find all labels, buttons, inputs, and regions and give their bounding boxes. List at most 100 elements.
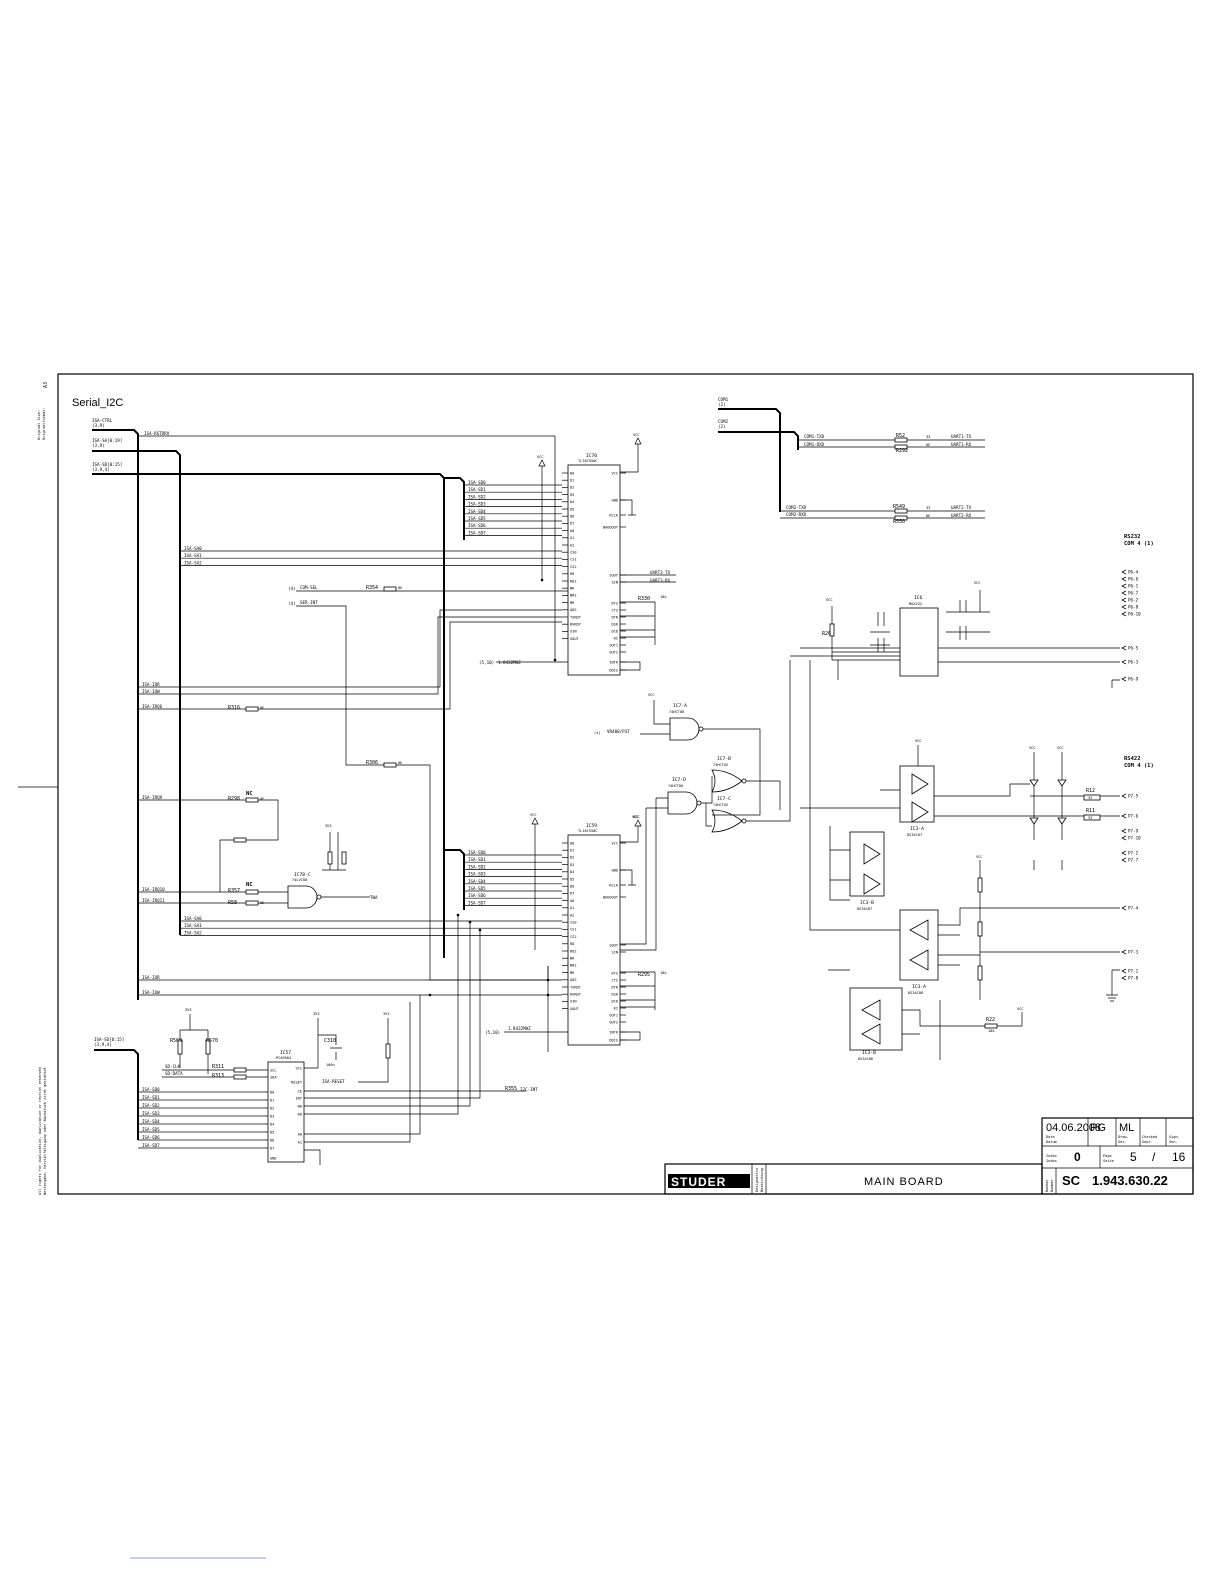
r550-val: 0E [926, 514, 930, 518]
com1-label: COM1 [718, 397, 729, 402]
sd-wire-label: ISA-SD7 [468, 530, 486, 535]
sheet-title: Serial_I2C [72, 397, 123, 409]
i2c-data-label: ISA-SD6 [142, 1135, 160, 1140]
ic3d-receivers [861, 999, 881, 1045]
ic70-pin-label: D5 [570, 507, 574, 511]
tb-number-prefix: SC [1062, 1173, 1081, 1188]
com1-bus [718, 408, 781, 512]
rs422-pin-arrow [1121, 857, 1127, 863]
r306 [383, 762, 397, 768]
sd-wire-label: ISA-SD1 [468, 487, 486, 492]
sd-wire-label: ISA-SD3 [468, 502, 486, 507]
r569-ref: R569 [170, 1038, 182, 1044]
r330-ref: R330 [638, 596, 650, 602]
r-term-3 [977, 965, 983, 981]
ic70-pin-label: A0 [570, 529, 574, 533]
bus-sd-ref: (3,9,4) [92, 467, 110, 472]
r292 [894, 444, 908, 450]
ic70-pin-label: CS0 [570, 551, 577, 555]
ic59-pin-label: D3 [570, 863, 574, 867]
tb-pages: 16 [1172, 1150, 1186, 1164]
ic7b-bubble [741, 778, 747, 784]
ic59-pin-label-r: RI [614, 1006, 618, 1010]
ic70-pin-label: RD2 [570, 579, 577, 583]
r26-ref: R26 [822, 631, 831, 637]
ctrl-route-2 [547, 966, 562, 996]
vcc-symbol-3 [531, 817, 539, 828]
bus-sd-branch-top [444, 477, 465, 540]
com-ports: COM1 (2) COM2 (2) COM1-TXD COM1-RXD R52 … [718, 397, 985, 525]
r298-val: 0E [260, 797, 264, 801]
osc2-ref: (5,10) [485, 1030, 500, 1035]
ser-int-1-ref: (4) [288, 601, 296, 606]
ic70-pin-label-r: GND [612, 498, 619, 502]
rs232-pin-arrow [1121, 576, 1127, 582]
ic70-pin-label: CS2 [570, 565, 577, 569]
irq-jumper [219, 799, 279, 892]
brand-logo [668, 1174, 750, 1188]
sd-wire-label: ISA-SD5 [468, 886, 486, 891]
ic3a-drivers [911, 773, 929, 823]
ic7a-part: 74HCT00 [669, 710, 684, 714]
r12 [1083, 794, 1101, 801]
bus-sd2 [94, 1049, 139, 1140]
ic59-pin-label-r: DSR [612, 992, 619, 996]
ic70-pin-label: XOUT [570, 637, 579, 641]
r52 [894, 437, 908, 443]
ic59-pin-label: WR [570, 957, 575, 961]
vr-label: VR480/P37 [607, 729, 630, 734]
rs422-pin-label: P7-8 [1128, 976, 1139, 981]
ic7-wires [620, 660, 791, 951]
ic6-part: MAX232 [909, 602, 922, 606]
ic70-pin-label: WR [570, 587, 575, 591]
ic70-pin-label-r: SIN [612, 580, 619, 584]
ic70-pin-label-r: RI [614, 636, 618, 640]
tb-appr-label: Sign. [1169, 1135, 1180, 1139]
ic70-pin-label-r: DDIS [609, 668, 618, 672]
rs232-pin-label: P6-8 [1128, 605, 1139, 610]
ic59-vcc [620, 830, 639, 886]
ic7d-part: 74HCT00 [668, 784, 683, 788]
ic57-pin-label: D1 [270, 1098, 274, 1102]
junction-dot [428, 993, 432, 997]
isa-buses: ISA-CTRL (3,9) ISA-SA[0:19] (3,9) ISA-SD… [92, 418, 465, 1140]
r571 [233, 837, 247, 843]
tb-number-label: Number [1045, 1178, 1049, 1192]
margin-size: A3 Original Size: Originalformat: All ri… [37, 382, 49, 1195]
ic59-pin-label: D6 [570, 885, 574, 889]
ic6-ref: IC6 [914, 595, 923, 601]
ic57: IC57 PCA9564 SCLSDAD0D1D2D3D4D5D6D7GNDVC… [138, 915, 538, 1165]
vcc-ic6: VCC [974, 581, 981, 585]
ic7d-bubble [696, 800, 702, 806]
r-term-1 [977, 877, 983, 893]
tb-date-label-de: Datum [1046, 1140, 1057, 1144]
r295-val: 10k [660, 971, 667, 975]
ic7b-ref: IC7-B [717, 756, 731, 762]
osc2-label: 1.8432MHZ [508, 1026, 531, 1031]
tb-designation-label: Designation [755, 1168, 759, 1192]
vcc-r26: VCC [826, 598, 833, 602]
bus-sd2-label: ISA-SD[0:15] [94, 1037, 124, 1042]
ic7c-part: 74HCT02 [713, 803, 728, 807]
r22 [984, 1023, 998, 1029]
rs422-pin-label: P7-7 [1128, 858, 1139, 863]
vcc-symbol-2 [634, 437, 642, 448]
c310-val: 100n [326, 1063, 335, 1067]
ic6-caps [870, 612, 890, 652]
ic70-pin-label-r: RCLK [609, 513, 618, 517]
ic59-pin-label-r: OUT2 [609, 1020, 618, 1024]
r22-val: 10k [988, 1029, 995, 1033]
bus-ctrl-ref: (3,9) [92, 423, 105, 428]
ic70-pin-label: A1 [570, 536, 574, 540]
ic57-pin-label-r: INT [296, 1096, 303, 1100]
tb-number: 1.943.630.22 [1092, 1173, 1168, 1188]
vr-ref: (4) [594, 731, 601, 735]
ic78c: IC78-C 74LVC00 TWA 3V3 [258, 824, 378, 909]
ic3a-part: DS34C87 [907, 833, 922, 837]
ic70-pin-label-r: DCD [612, 629, 619, 633]
ic3c-part: DS34C86 [908, 991, 923, 995]
rs232-pin-label: P6-5 [1128, 646, 1139, 651]
ic78c-pullup [322, 832, 346, 871]
tb-checked: ML [1119, 1122, 1134, 1134]
v33-2: 3V3 [185, 1008, 192, 1012]
